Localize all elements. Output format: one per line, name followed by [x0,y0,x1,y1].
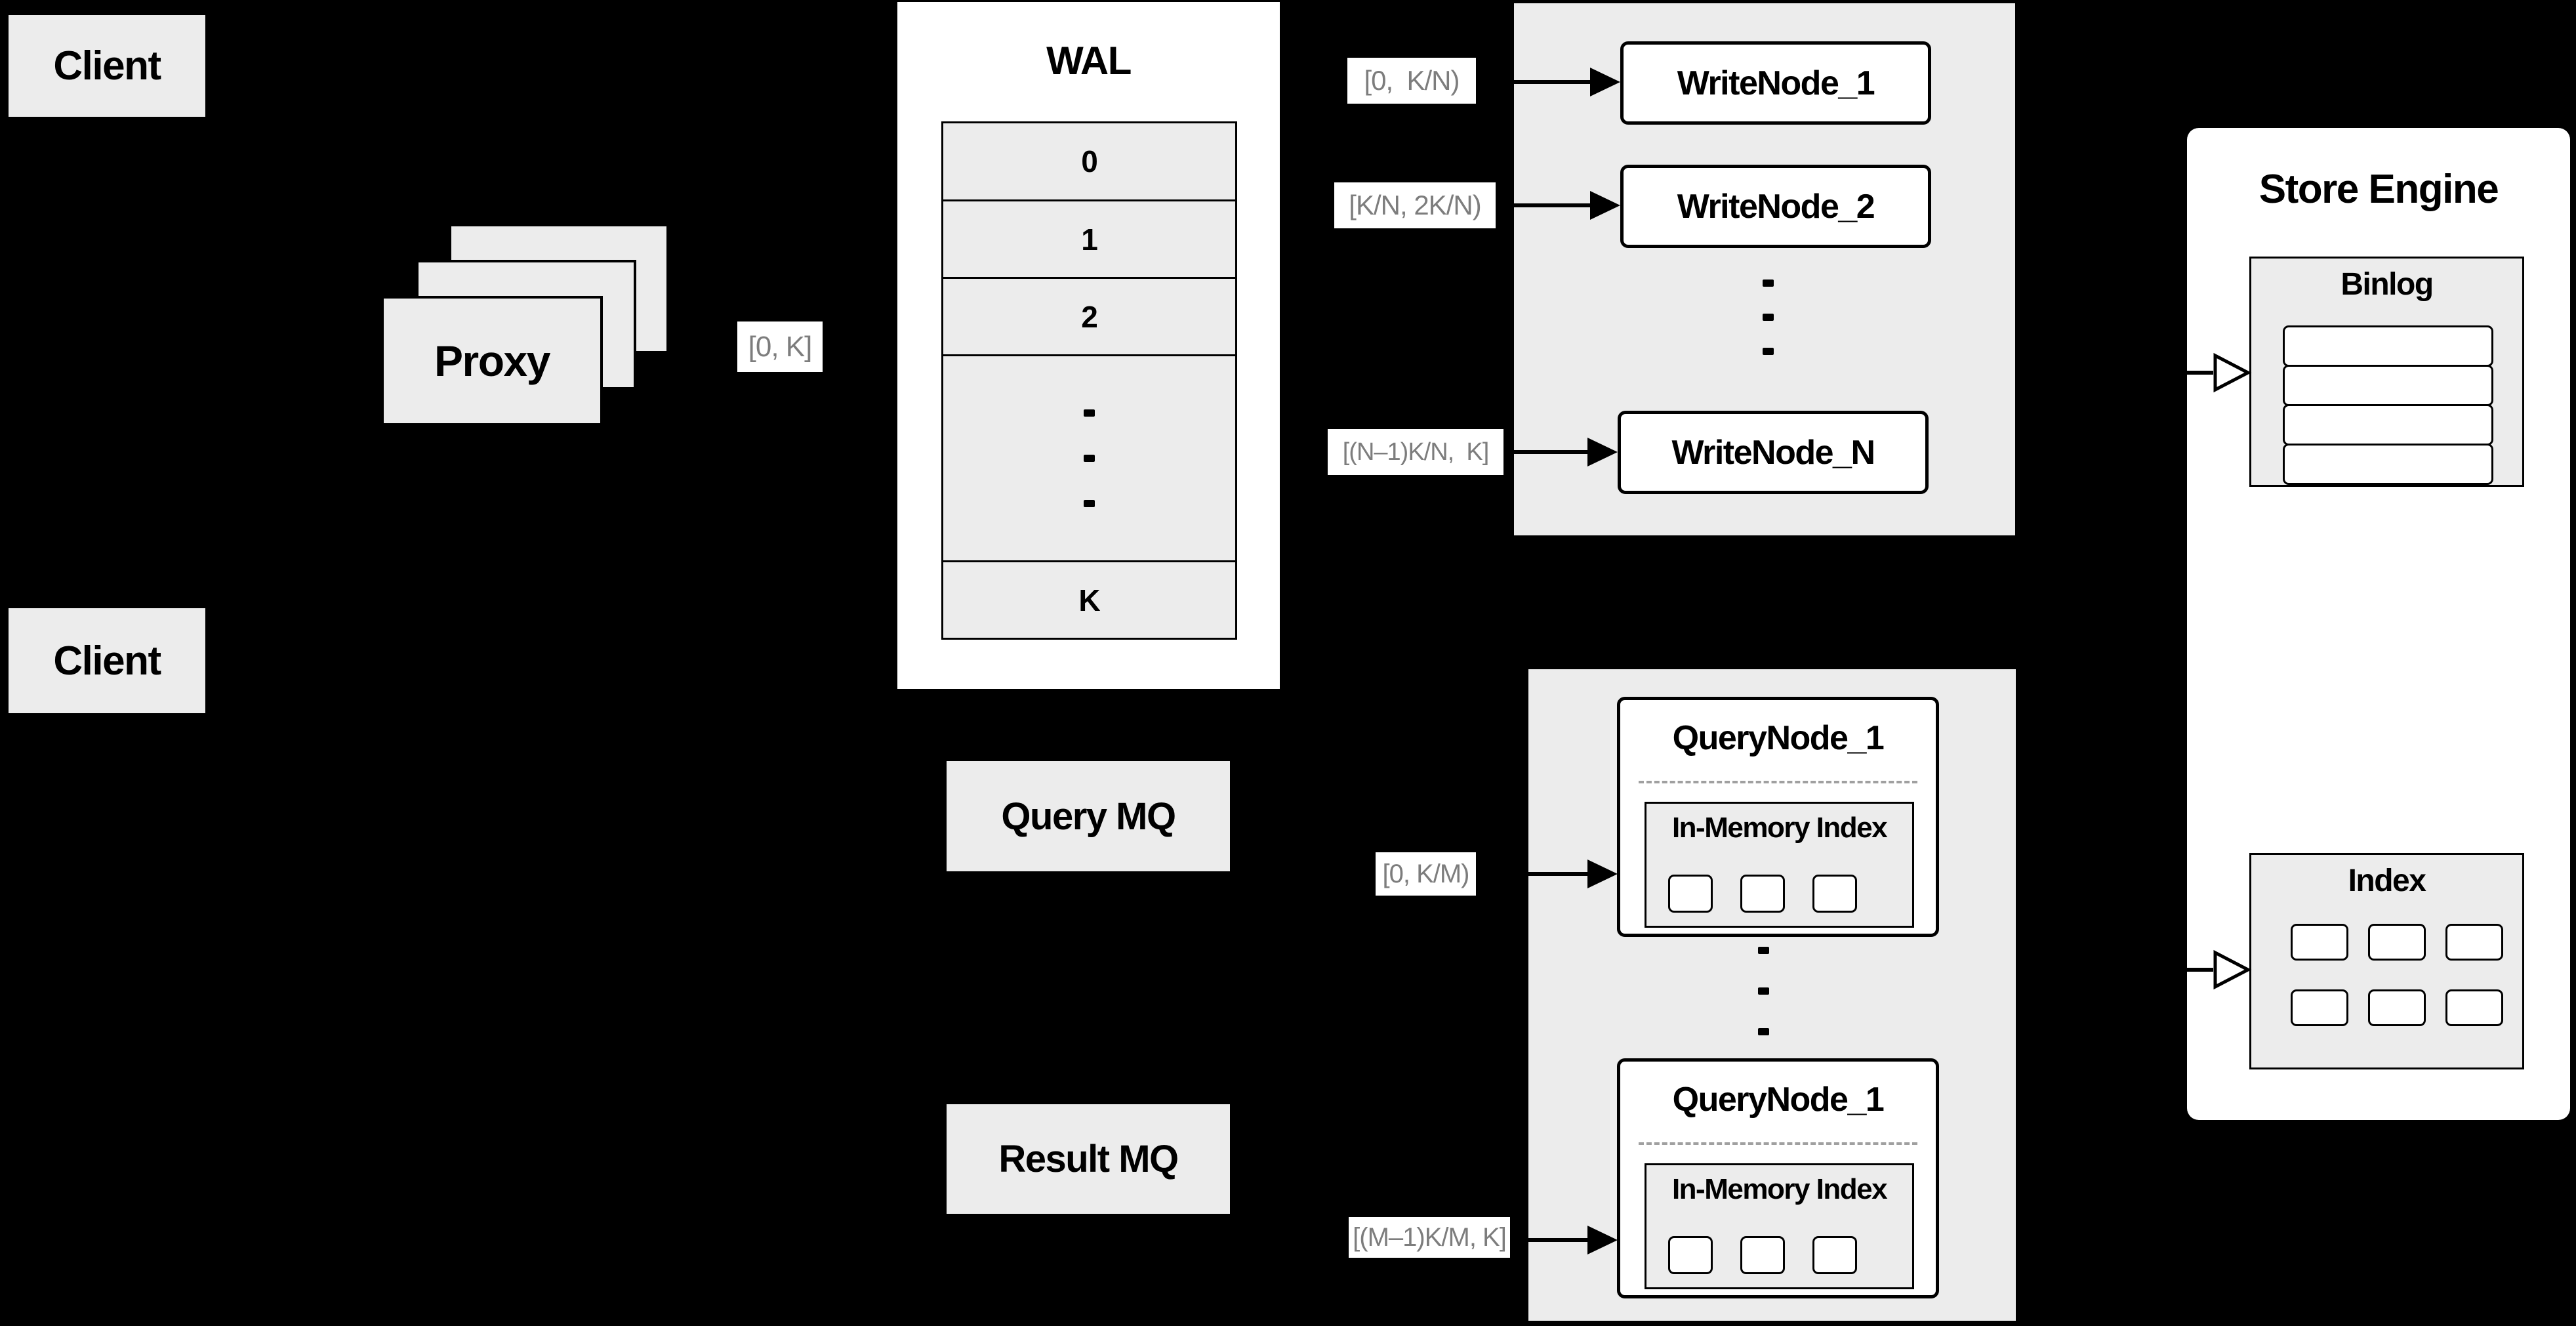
segment-chip [1668,1236,1713,1274]
vertical-ellipsis-icon [1084,409,1095,507]
write-node-1-label: WriteNode_1 [1677,64,1875,102]
range-label-write-2: [K/N, 2K/N) [1334,182,1496,228]
segment-chip [1668,875,1713,913]
client-top-label: Client [53,43,161,89]
write-node-2: WriteNode_2 [1620,165,1931,248]
index-chip [2368,989,2426,1026]
binlog-segment [2283,444,2493,485]
wal-row-0: 0 [941,121,1237,201]
wal-row-2: 2 [941,277,1237,356]
wal-row-ellipsis [941,354,1237,562]
store-engine-panel: Store Engine Binlog Index [2187,128,2570,1120]
store-engine-title: Store Engine [2259,167,2499,212]
index-chip [2445,924,2503,961]
proxy-card-front: Proxy [381,296,603,426]
in-memory-index-top-label: In-Memory Index [1671,812,1888,844]
range-label-write-n: [(N–1)K/N, K] [1328,429,1503,475]
vertical-ellipsis-icon [1763,280,1774,355]
query-mq-label: Query MQ [1001,795,1176,838]
wal-row-k: K [941,560,1237,640]
query-node-bottom: QueryNode_1 In-Memory Index [1617,1058,1939,1298]
range-label-query-1-text: [0, K/M) [1382,859,1469,888]
segment-chip [1740,1236,1785,1274]
write-node-1: WriteNode_1 [1620,41,1931,125]
range-label-query-m: [(M–1)K/M, K] [1349,1217,1510,1258]
wal-row-1: 1 [941,199,1237,279]
range-label-query-1: [0, K/M) [1376,852,1476,896]
binlog-segment [2283,404,2493,445]
range-label-write-1: [0, K/N) [1347,58,1476,104]
binlog-rows [2283,325,2493,485]
range-label-query-m-text: [(M–1)K/M, K] [1353,1222,1507,1252]
client-box-bottom: Client [9,608,205,713]
index-title: Index [2348,863,2426,898]
proxy-label: Proxy [434,337,550,385]
segment-chip [1812,1236,1857,1274]
write-node-n: WriteNode_N [1618,411,1929,494]
binlog-segment [2283,325,2493,367]
in-memory-index-box-top: In-Memory Index [1645,802,1914,928]
query-mq-box: Query MQ [947,761,1230,871]
write-node-n-label: WriteNode_N [1671,433,1875,472]
dashed-divider [1639,781,1917,783]
segment-chip [1740,875,1785,913]
range-label-write-1-text: [0, K/N) [1364,65,1460,96]
result-mq-label: Result MQ [998,1138,1179,1180]
binlog-box: Binlog [2249,257,2524,487]
index-chip [2291,924,2348,961]
in-memory-index-bottom-label: In-Memory Index [1671,1173,1888,1205]
query-node-top-title: QueryNode_1 [1672,719,1885,757]
index-chip [2291,989,2348,1026]
wal-title: WAL [1046,39,1132,83]
index-chip [2445,989,2503,1026]
index-chip [2368,924,2426,961]
range-label-proxy-out-text: [0, K] [748,330,813,363]
wal-panel: WAL 0 1 2 K [897,2,1280,689]
range-label-proxy-out: [0, K] [737,321,823,372]
segment-chip [1812,875,1857,913]
in-memory-index-box-bottom: In-Memory Index [1645,1163,1914,1289]
write-node-2-label: WriteNode_2 [1677,187,1875,226]
range-label-write-n-text: [(N–1)K/N, K] [1342,438,1489,466]
client-box-top: Client [9,15,205,117]
range-label-write-2-text: [K/N, 2K/N) [1349,190,1481,220]
client-bottom-label: Client [53,638,161,684]
dashed-divider [1639,1142,1917,1145]
query-node-top: QueryNode_1 In-Memory Index [1617,697,1939,937]
result-mq-box: Result MQ [947,1104,1230,1214]
index-box: Index [2249,853,2524,1069]
query-node-bottom-title: QueryNode_1 [1672,1081,1885,1119]
vertical-ellipsis-icon [1758,947,1769,1035]
wal-table: 0 1 2 K [941,121,1237,640]
binlog-segment [2283,365,2493,406]
binlog-title: Binlog [2341,267,2434,302]
